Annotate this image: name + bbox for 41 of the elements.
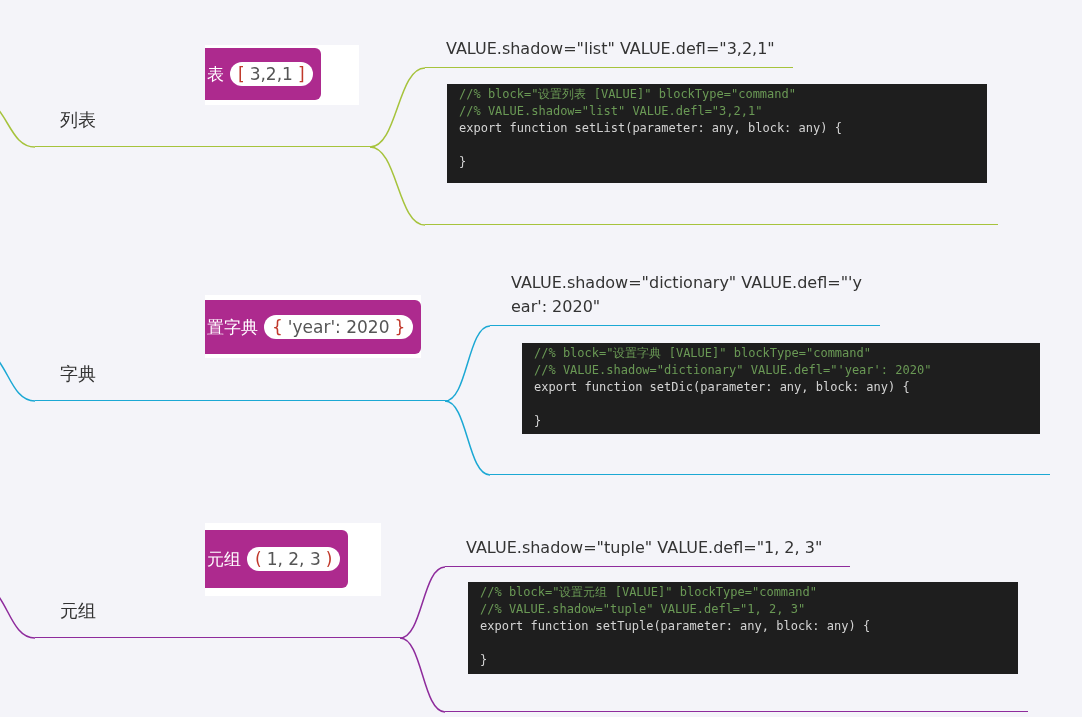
code-line: export function setList(parameter: any, block: any) { [459,120,842,137]
bracket: ( [255,549,262,569]
block-label: 置字典 [207,315,258,339]
code-line: export function setDic(parameter: any, block: any) { [534,379,910,396]
branch-line [444,325,491,402]
bracket: { [272,317,283,337]
code-line: //% VALUE.shadow="dictionary" VALUE.defl="'year': 2020" [534,362,932,379]
code-line: //% block="设置字典 [VALUE]" blockType="command" [534,345,871,362]
topic-branch [35,602,400,638]
bracket: ] [297,64,305,84]
code-line: //% block="设置元组 [VALUE]" blockType="command" [480,584,817,601]
topic-branch [35,111,370,147]
branch-line [369,67,426,148]
topic-branch [35,365,445,401]
branch-line [399,637,446,713]
bracket: ) [325,549,333,569]
block-label: 元组 [207,547,241,571]
bracket: [ [238,64,245,84]
subtopic-label: VALUE.shadow="list" VALUE.defl="3,2,1" [446,38,775,60]
subtopic-label: VALUE.shadow="dictionary" VALUE.defl="'year': 2020" [511,272,863,318]
bracket: } [394,317,406,337]
block-screenshot [205,523,381,596]
branch-line [444,400,491,476]
code-line: } [459,154,467,171]
block-screenshot [205,45,359,105]
code-line: export function setTuple(parameter: any, block: any) { [480,618,871,635]
branch-line [399,566,446,639]
branch-line [369,146,426,226]
code-line: //% VALUE.shadow="list" VALUE.defl="3,2,1" [459,103,763,120]
block-label: 表 [207,62,224,86]
code-line: //% VALUE.shadow="tuple" VALUE.defl="1, 2, 3" [480,601,806,618]
subtopic-label: VALUE.shadow="tuple" VALUE.defl="1, 2, 3" [466,537,823,559]
code-line: } [534,413,542,430]
topic-label: 字典 [60,362,96,386]
value-text: 3,2,1 [249,64,293,84]
value-text: 1, 2, 3 [266,549,321,569]
code-line: } [480,652,488,669]
topic-label: 元组 [60,599,96,623]
topic-label: 列表 [60,108,96,132]
code-line: //% block="设置列表 [VALUE]" blockType="command" [459,86,796,103]
value-text: 'year': 2020 [287,317,390,337]
